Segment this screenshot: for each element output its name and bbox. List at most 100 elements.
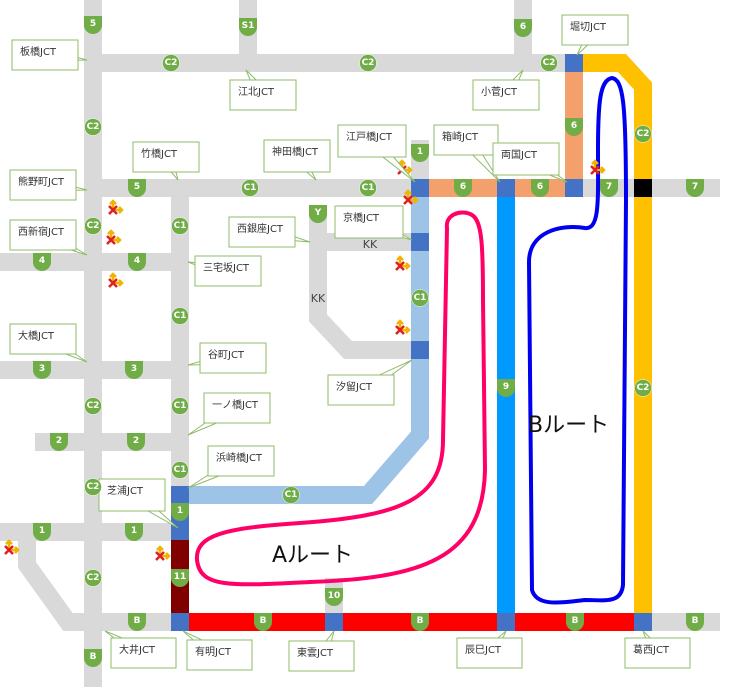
junction-node — [565, 179, 583, 197]
closure-icon — [395, 319, 411, 335]
jct-name: 板橋JCT — [20, 45, 57, 58]
callout-jct: 浜崎橋JCT — [187, 445, 275, 489]
jct-name: 西新宿JCT — [18, 225, 65, 238]
ring-route-badge: C2 — [162, 54, 180, 72]
closure-icon — [155, 545, 171, 561]
route-b-path — [527, 76, 628, 605]
jct-name: 熊野町JCT — [18, 175, 65, 188]
route-number: 3 — [39, 364, 45, 374]
jct-name: 辰巳JCT — [465, 644, 502, 656]
callout-pointer-mask — [216, 266, 230, 276]
ring-route-number: C2 — [637, 129, 650, 139]
jct-name: 浜崎橋JCT — [216, 451, 263, 464]
ring-route-badge: C2 — [84, 217, 102, 235]
ring-route-badge: C2 — [634, 379, 652, 397]
jct-name: 箱崎JCT — [442, 130, 479, 143]
ring-route-number: C2 — [362, 58, 375, 68]
callout-pointer-mask — [502, 87, 512, 98]
closure-icon — [108, 199, 124, 215]
callout-pointer-mask — [261, 227, 277, 237]
callout-jct: 板橋JCT — [11, 39, 88, 71]
junction-node — [411, 341, 429, 359]
callout-pointer-mask — [485, 646, 495, 656]
road-label-kk: KK — [363, 238, 378, 251]
callout-pointer-mask — [225, 456, 244, 470]
jct-name: 両国JCT — [501, 149, 538, 161]
route-number: 2 — [133, 436, 139, 446]
callout-jct: 有明JCT — [182, 630, 253, 671]
ring-route-badge: C2 — [84, 569, 102, 587]
callout-jct: 熊野町JCT — [9, 169, 88, 201]
callout-pointer-mask — [653, 646, 662, 656]
route-shield-badge: 4 — [33, 253, 51, 271]
jct-name: 神田橋JCT — [272, 145, 319, 158]
ring-route-number: C2 — [165, 58, 178, 68]
route-shield-badge: 3 — [125, 361, 143, 379]
callout-pointer-mask — [208, 647, 223, 660]
route-shield-badge: 1 — [171, 503, 189, 521]
ring-route-badge: C1 — [282, 486, 300, 504]
closure-icon — [395, 255, 411, 271]
callout-jct: 東雲JCT — [288, 630, 355, 672]
road-1-branch — [18, 532, 180, 631]
route-number: 4 — [134, 256, 140, 266]
route-shield-badge: 6 — [531, 179, 549, 197]
ring-route-number: C1 — [174, 465, 187, 475]
route-shield-badge: 3 — [33, 361, 51, 379]
route-shield-badge: 6 — [514, 19, 532, 37]
callout-pointer-mask — [257, 87, 267, 98]
route-shield-badge: 9 — [497, 379, 515, 397]
ring-route-number: C1 — [174, 221, 187, 231]
junction-node — [171, 486, 189, 504]
jct-name: 谷町JCT — [208, 349, 245, 361]
route-number: B — [692, 616, 699, 626]
jct-name: 汐留JCT — [336, 380, 373, 393]
junction-node — [497, 179, 515, 197]
route-number: 6 — [520, 22, 526, 32]
callout-jct: 大橋JCT — [9, 323, 88, 363]
callout-pointer-mask — [293, 153, 303, 164]
route-a-path — [194, 210, 487, 587]
road-network — [0, 0, 720, 687]
route-shield-badge: 1 — [411, 144, 429, 162]
callout-pointer-mask — [40, 334, 57, 346]
route-shield-badge: S1 — [239, 18, 257, 36]
callout-jct: 西銀座JCT — [228, 216, 311, 248]
callout-jct: 谷町JCT — [187, 342, 267, 374]
junction-node — [634, 613, 652, 631]
ring-route-badge: C2 — [84, 118, 102, 136]
route-number: 6 — [571, 121, 577, 131]
callout-jct: 江北JCT — [229, 69, 297, 111]
route-a-label: Aルート — [272, 543, 353, 568]
ring-route-badge: C2 — [84, 397, 102, 415]
route-shield-badge: B — [128, 613, 146, 631]
junction-node — [171, 613, 189, 631]
closure-markers — [4, 159, 606, 561]
closure-icon — [4, 539, 20, 555]
road-c2-east-highlight — [574, 54, 652, 622]
callout-pointer-mask — [129, 491, 146, 505]
route-number: B — [417, 616, 424, 626]
jct-name: 西銀座JCT — [237, 222, 284, 235]
route-shield-badge: 11 — [171, 569, 189, 587]
route-number: 7 — [692, 182, 698, 192]
callout-pointer-mask — [367, 217, 382, 228]
jct-name: 堀切JCT — [570, 21, 607, 33]
jct-name: 竹橋JCT — [141, 147, 178, 160]
callout-jct: 芝浦JCT — [98, 478, 179, 529]
ring-route-badge: C1 — [171, 307, 189, 325]
ring-route-badge: C2 — [634, 125, 652, 143]
callout-jct: 竹橋JCT — [132, 141, 200, 181]
callout-box — [194, 255, 262, 287]
ring-route-number: C2 — [637, 383, 650, 393]
ring-route-badge: C1 — [411, 289, 429, 307]
ring-route-number: C1 — [174, 311, 187, 321]
ring-route-number: C1 — [362, 183, 375, 193]
ring-route-number: C1 — [414, 293, 427, 303]
callout-pointer-mask — [131, 646, 146, 658]
callout-jct: 一ノ橋JCT — [187, 392, 271, 436]
callout-pointer-mask — [589, 27, 599, 38]
callout-pointer-mask — [222, 403, 240, 417]
ring-route-badge: C1 — [241, 179, 259, 197]
route-paths — [194, 76, 628, 605]
